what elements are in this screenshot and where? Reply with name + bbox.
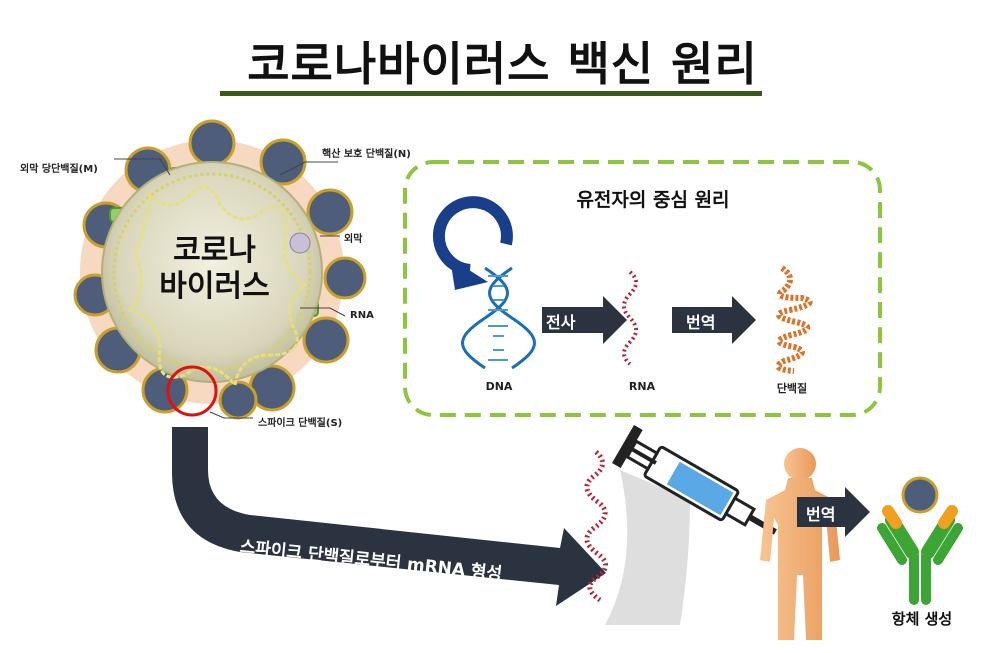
label-rna: RNA	[350, 310, 374, 321]
dogma-box-border	[403, 160, 882, 417]
mrna-formation-arrow	[172, 427, 606, 606]
dna-caption: DNA	[485, 380, 513, 393]
label-envelope: 외막	[344, 234, 363, 245]
translation-arrow-top	[672, 296, 756, 344]
transcription-label: 전사	[546, 313, 576, 332]
injection-shadow	[605, 470, 690, 625]
viral-rna-strand	[127, 185, 308, 389]
transcription-arrow	[542, 296, 627, 344]
protein-caption: 단백질	[776, 382, 808, 395]
label-nucleocapsid: 핵산 보호 단백질(N)	[322, 149, 411, 160]
coronavirus-illustration	[73, 119, 367, 420]
spike-highlight-circle	[166, 365, 218, 417]
syringe-icon	[612, 424, 777, 535]
virus-label-leaders	[114, 158, 346, 419]
human-body-icon	[760, 448, 840, 640]
title-underline	[220, 91, 762, 96]
replication-label: 복제	[466, 211, 486, 222]
virus-center-label: 코로나 바이러스	[147, 233, 282, 305]
translation-label-top: 번역	[686, 313, 716, 332]
rna-strand-small	[622, 270, 638, 366]
replication-arrow	[432, 196, 513, 290]
translation-label-bottom: 번역	[806, 505, 836, 524]
dna-helix	[461, 266, 536, 370]
page-title: 코로나바이러스 백신 원리	[247, 37, 758, 91]
antibody-icon	[877, 476, 963, 605]
virus-center-line2: 바이러스	[159, 269, 270, 304]
virus-center-line1: 코로나	[173, 233, 256, 268]
rna-caption: RNA	[628, 380, 656, 393]
antibody-caption: 항체 생성	[891, 610, 953, 628]
protein-chain	[775, 265, 813, 374]
translation-arrow-bottom	[797, 487, 870, 537]
label-spike: 스파이크 단백질(S)	[258, 418, 343, 429]
label-membrane-glycoprotein: 외막 당단백질(M)	[20, 164, 98, 175]
dogma-title: 유전자의 중심 원리	[576, 189, 730, 211]
